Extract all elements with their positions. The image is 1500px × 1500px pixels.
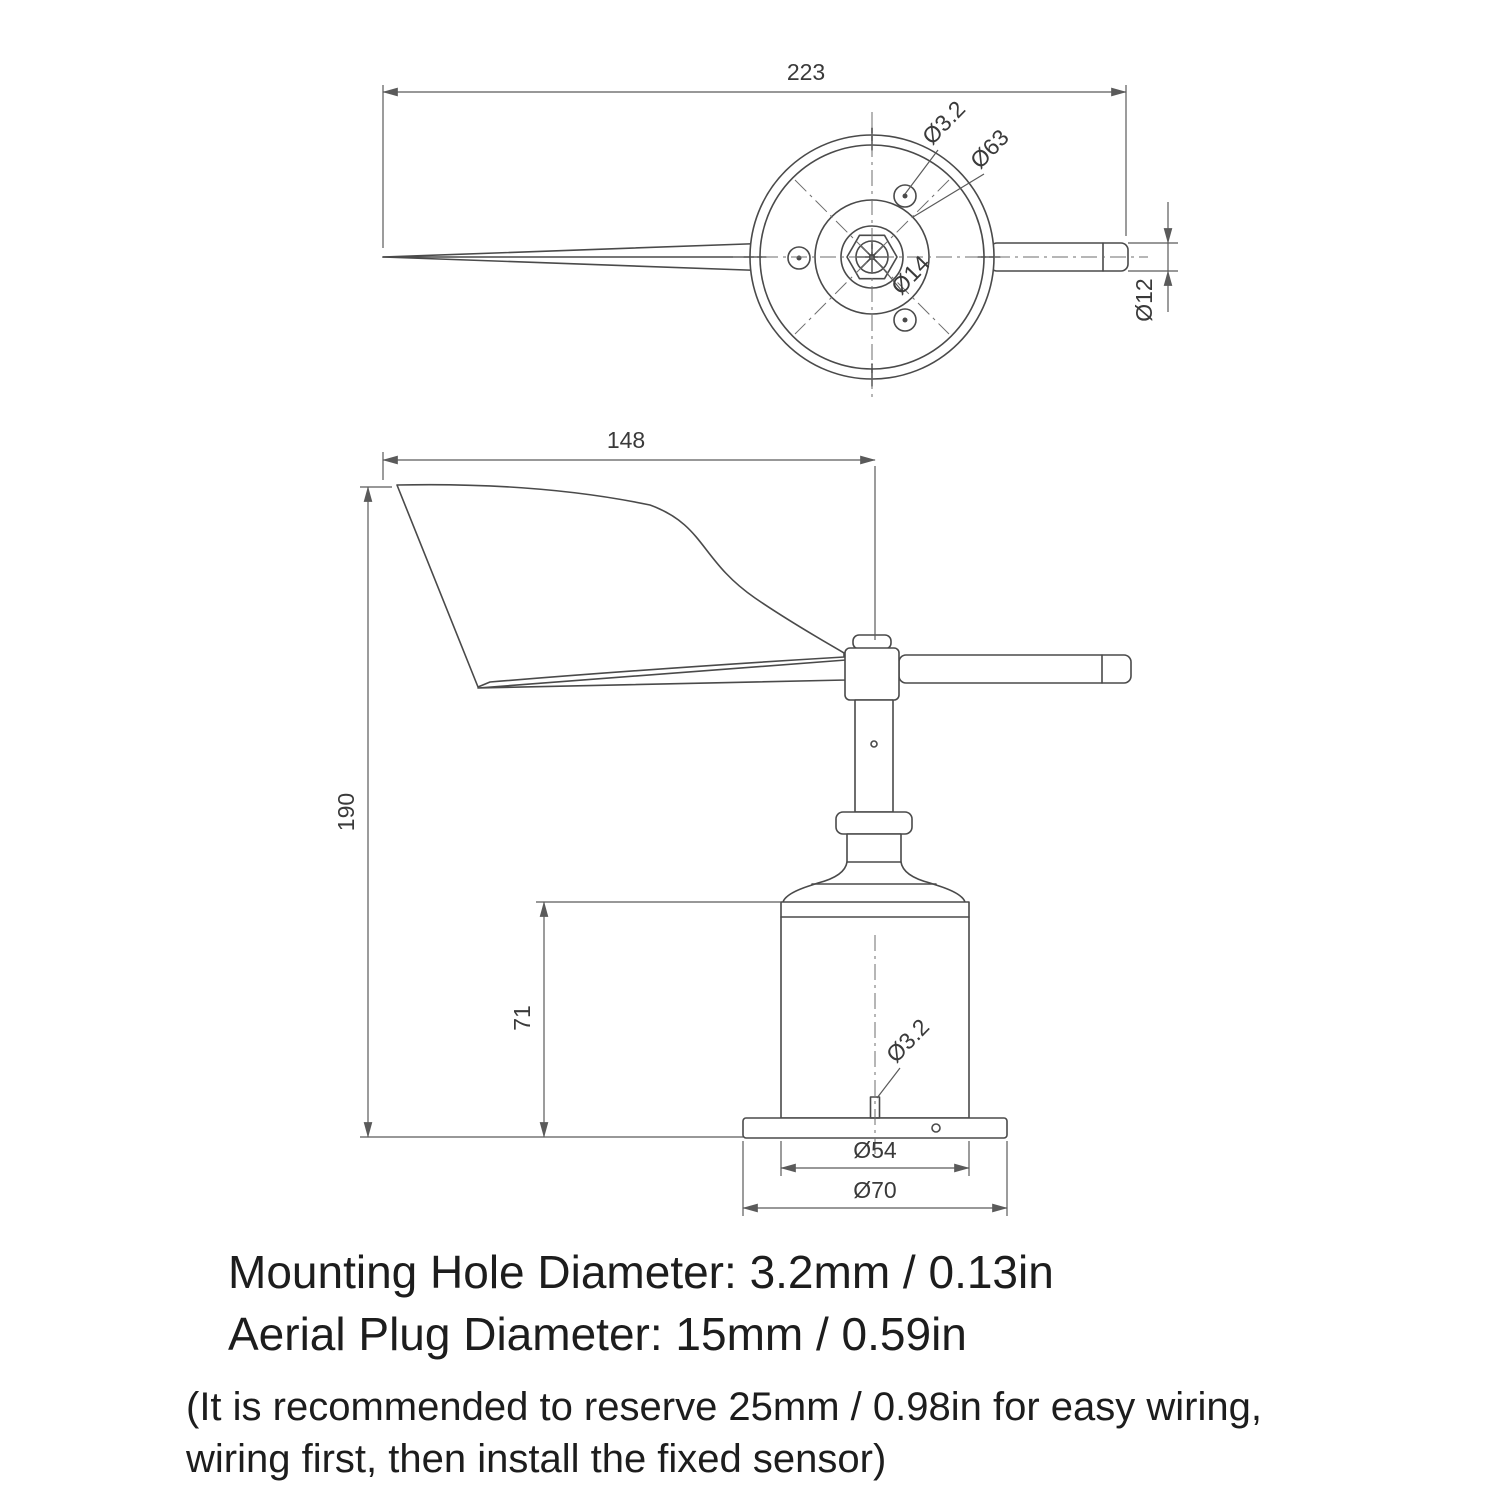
housing-shoulder [782, 861, 966, 903]
hub [844, 647, 900, 701]
side-view: 148 190 71 Ø3.2 Ø54 [333, 427, 1132, 1216]
flange-hole [931, 1123, 941, 1133]
notes: Mounting Hole Diameter: 3.2mm / 0.13in A… [185, 1246, 1262, 1481]
dim-label-71: 71 [509, 1005, 535, 1031]
counterweight-rod-side [898, 654, 1132, 684]
note-mounting-hole: Mounting Hole Diameter: 3.2mm / 0.13in [228, 1246, 1054, 1298]
top-view-centerlines [733, 112, 1148, 402]
dim-label-54: Ø54 [853, 1137, 897, 1163]
dim-label-223: 223 [787, 59, 825, 85]
dim-label-63: Ø63 [965, 124, 1014, 173]
dim-rod-dia: Ø12 [1128, 202, 1178, 322]
dim-label-70: Ø70 [853, 1177, 896, 1203]
note-aerial-plug: Aerial Plug Diameter: 15mm / 0.59in [228, 1308, 967, 1360]
note-wiring-2: wiring first, then install the fixed sen… [185, 1437, 886, 1481]
dim-base-inner-dia: Ø54 [780, 1137, 970, 1176]
dim-overall-height: 190 [333, 486, 743, 1138]
note-wiring-1: (It is recommended to reserve 25mm / 0.9… [186, 1385, 1262, 1429]
top-view: 223 Ø3.2 Ø63 Ø14 Ø12 [382, 59, 1178, 402]
dim-body-height: 71 [509, 901, 781, 1138]
neck [846, 833, 902, 863]
shaft-hole [870, 740, 878, 748]
dim-overall-length: 223 [382, 59, 1127, 248]
dim-label-190: 190 [333, 793, 359, 831]
dim-label-12: Ø12 [1131, 278, 1157, 321]
dim-vane-length: 148 [382, 427, 876, 640]
dim-label-hole-top: Ø3.2 [917, 96, 970, 150]
mounting-holes [787, 184, 917, 332]
vane-blade [396, 483, 845, 688]
shaft [854, 699, 894, 813]
dim-label-148: 148 [607, 427, 645, 453]
hub-cap [852, 634, 892, 650]
bearing-collar [835, 811, 913, 835]
dim-base-outer-dia: Ø70 [742, 1141, 1008, 1216]
